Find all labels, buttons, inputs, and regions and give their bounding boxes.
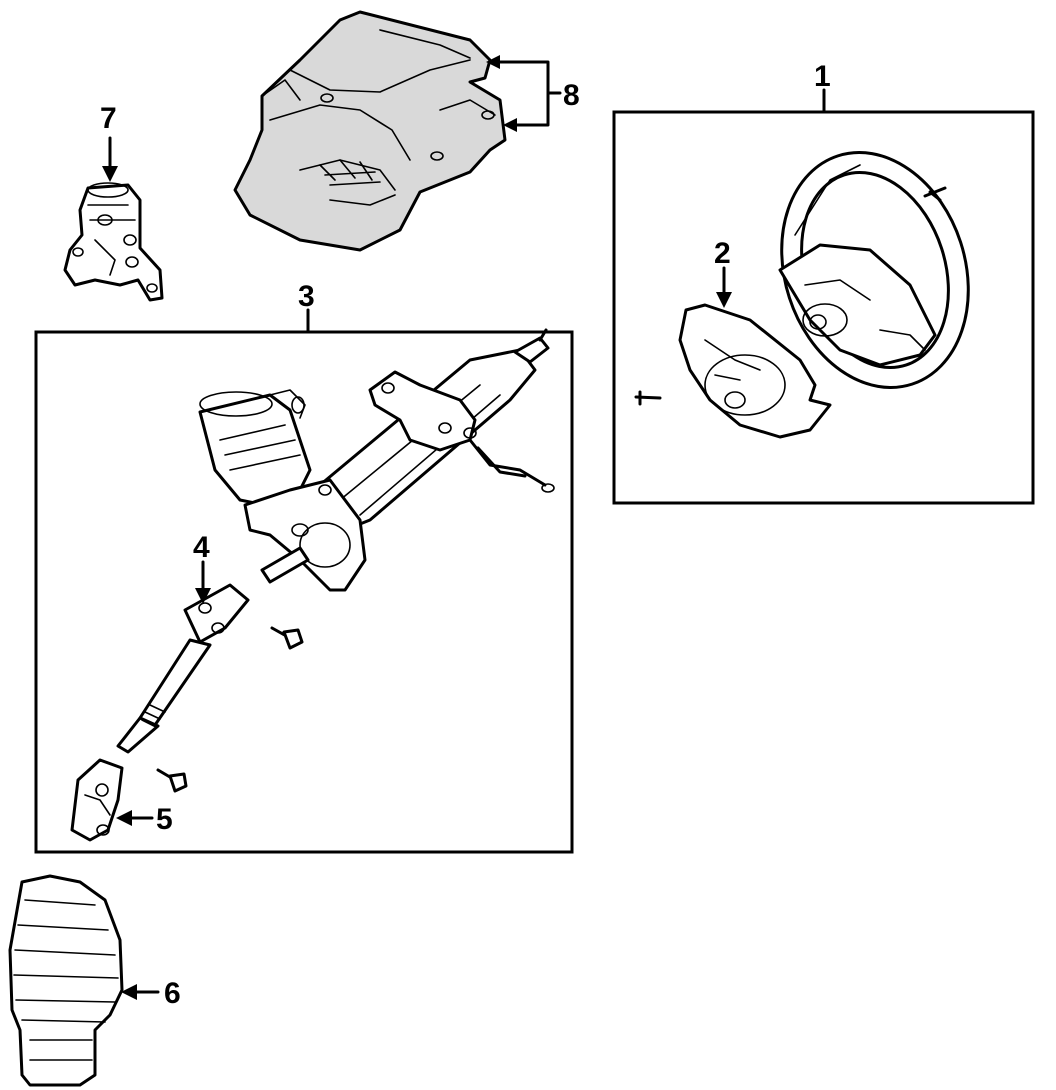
power-steering-motor-part — [198, 389, 312, 507]
callout-label-4: 4 — [193, 531, 210, 564]
dust-boot-part — [8, 874, 124, 1087]
callout-3: 3 — [298, 280, 315, 334]
callout-6: 6 — [121, 977, 181, 1010]
steering-wheel-part — [778, 151, 970, 389]
callout-8: 8 — [486, 55, 580, 132]
callout-5: 5 — [116, 803, 173, 836]
joint-bolt — [156, 768, 188, 793]
callout-label-6: 6 — [164, 977, 181, 1010]
column-bracket-part — [368, 370, 555, 493]
callout-label-3: 3 — [298, 280, 315, 313]
lock-housing-part — [63, 182, 164, 302]
column-gear-housing-part — [243, 478, 367, 592]
lower-u-joint-part — [70, 758, 124, 842]
callout-4: 4 — [193, 531, 211, 604]
airbag-module-part — [678, 303, 832, 439]
callout-7: 7 — [100, 102, 118, 182]
steering-column-group-box — [34, 330, 574, 854]
callout-label-2: 2 — [714, 237, 731, 270]
callout-label-7: 7 — [100, 102, 117, 135]
callout-2: 2 — [714, 237, 732, 308]
callout-label-1: 1 — [814, 60, 831, 93]
callout-1: 1 — [814, 60, 831, 114]
airbag-screw — [634, 390, 662, 406]
callout-label-8: 8 — [563, 79, 580, 112]
shaft-bolt — [270, 626, 304, 650]
intermediate-shaft-part — [116, 583, 250, 754]
callout-label-5: 5 — [156, 803, 173, 836]
wheel-bolt — [923, 186, 947, 202]
column-cover-part — [233, 10, 507, 252]
